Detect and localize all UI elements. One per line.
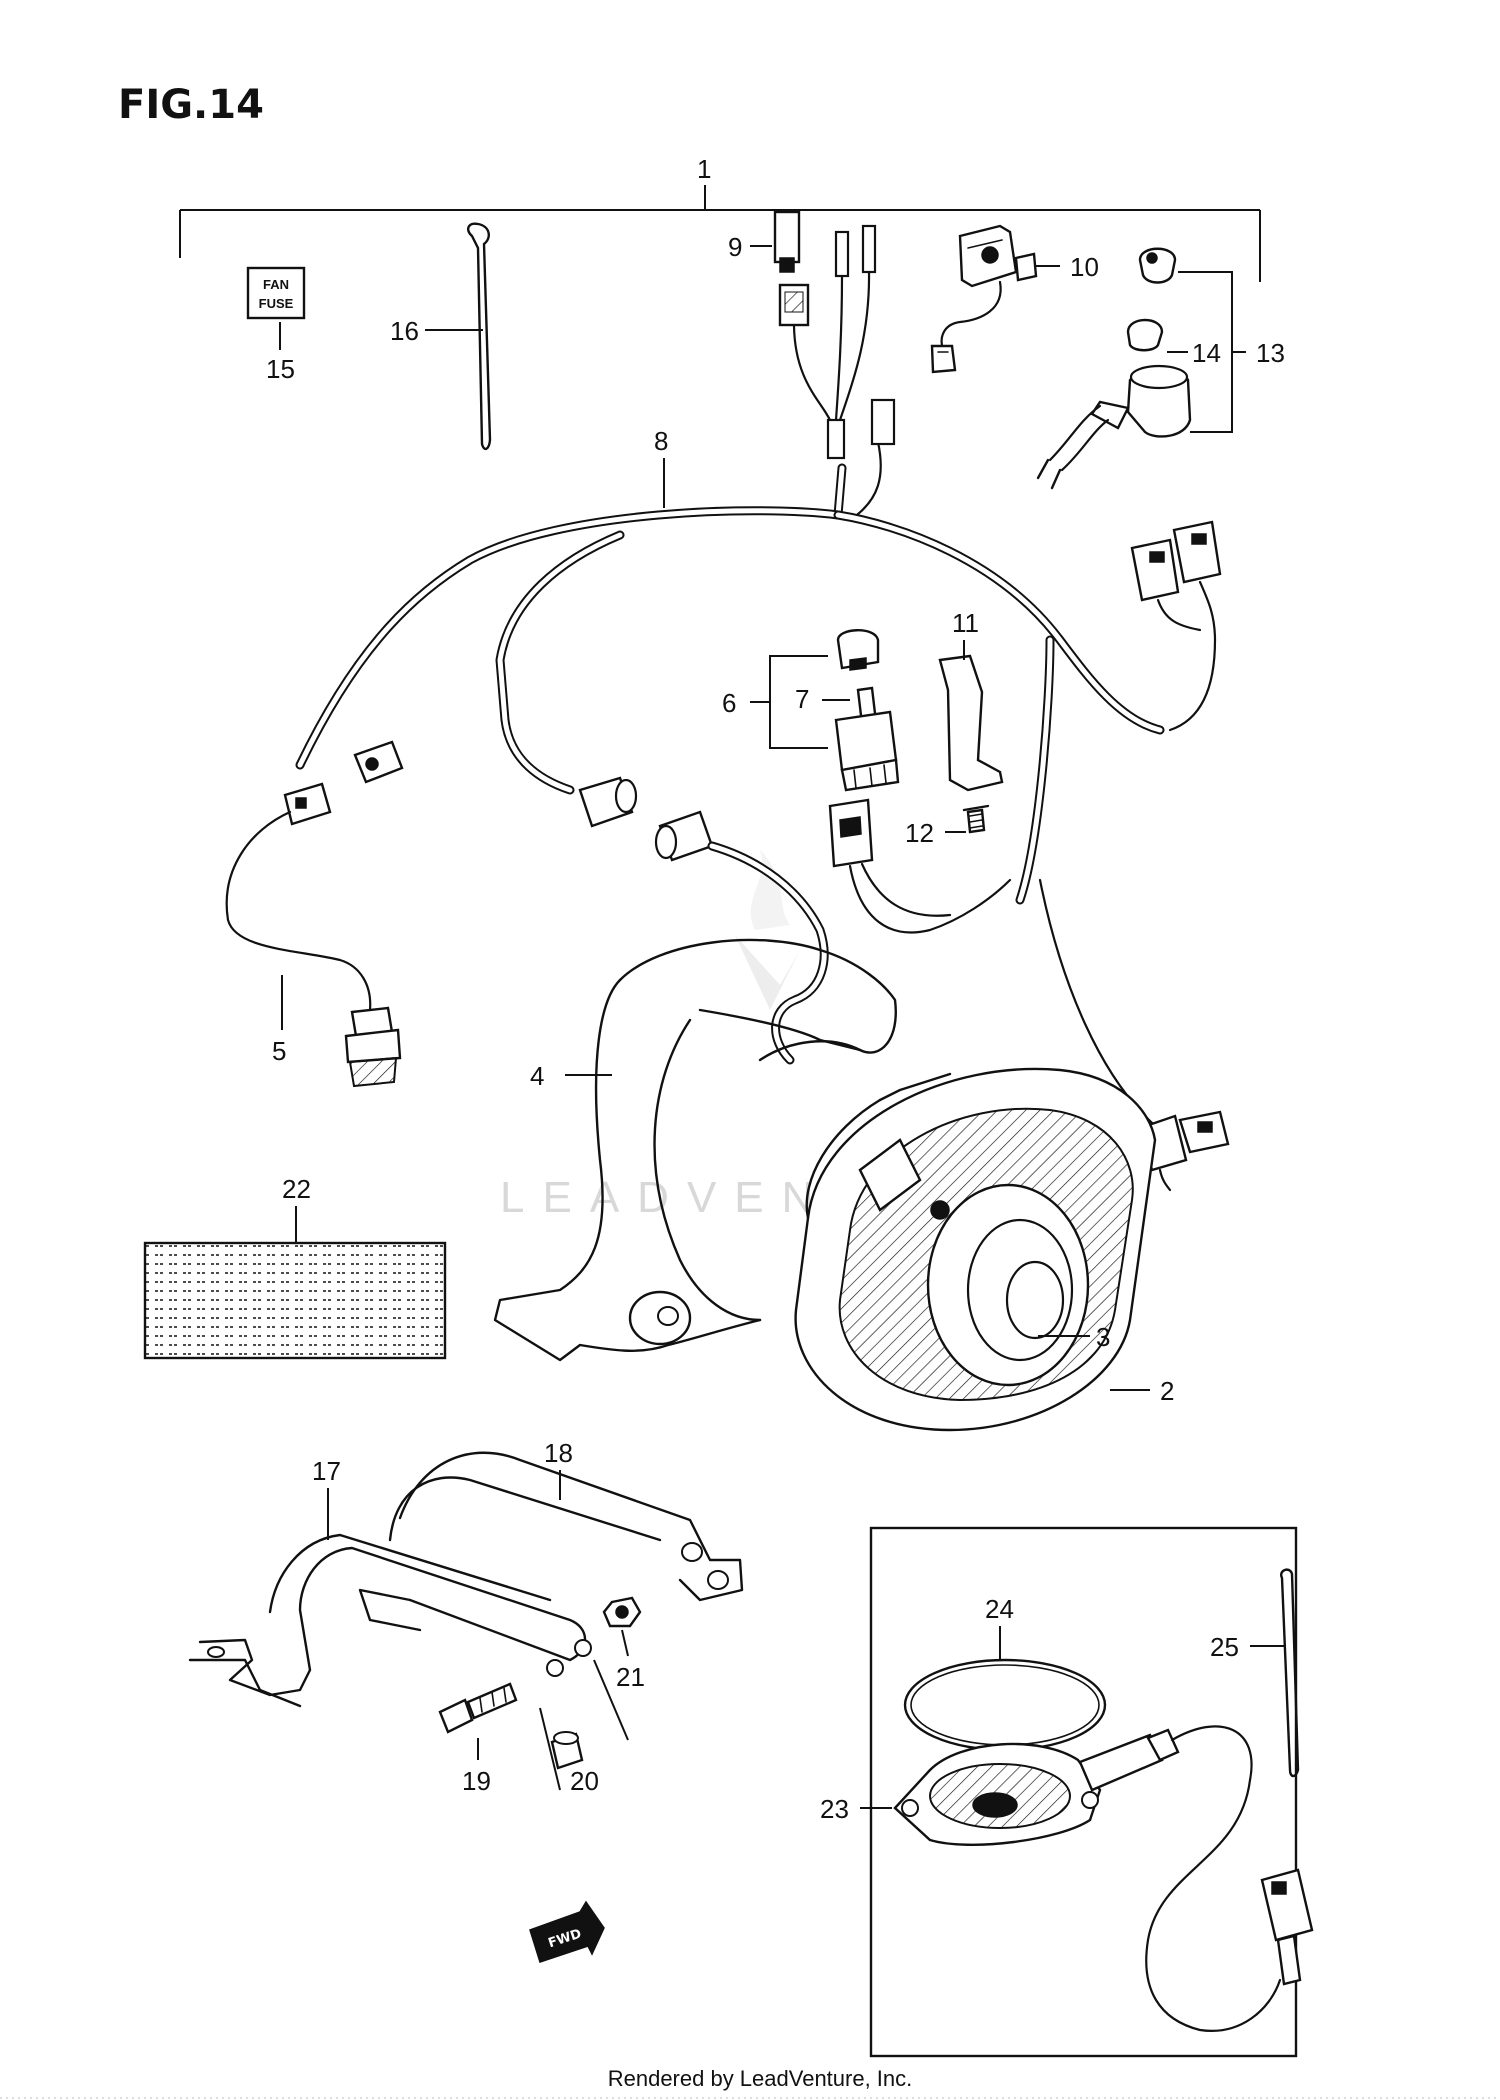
bolt-19 — [438, 1682, 518, 1734]
thermo-switch-5 — [225, 740, 404, 1088]
fan-fuse-label: FAN FUSE — [246, 266, 306, 320]
relay-assembly-6 — [828, 629, 1012, 934]
fan-relay-10 — [930, 224, 1038, 374]
fan-motor-2 — [794, 1067, 1157, 1432]
callout-9: 9 — [728, 232, 742, 262]
fan-shroud-4 — [493, 938, 897, 1362]
callout-5: 5 — [272, 1036, 286, 1066]
callout-20: 20 — [570, 1766, 599, 1796]
harness-coupler-pair — [578, 776, 829, 1065]
callout-14: 14 — [1192, 338, 1221, 368]
callout-18: 18 — [544, 1438, 573, 1468]
indicator-lamp-13 — [1036, 247, 1192, 490]
bracket-17 — [188, 1533, 587, 1708]
caution-label-22 — [143, 1241, 447, 1360]
wiring-harness-8 — [295, 398, 1217, 1132]
figure-title: FIG.14 — [118, 82, 264, 128]
callout-21: 21 — [616, 1662, 645, 1692]
gasket-24 — [903, 1658, 1107, 1752]
fuse-holder-harness — [778, 224, 877, 460]
callout-23: 23 — [820, 1794, 849, 1824]
right-connector-pair — [1130, 520, 1222, 642]
callout-17: 17 — [312, 1456, 341, 1486]
fuse-label-line1: FAN — [263, 277, 289, 292]
callout-16: 16 — [390, 316, 419, 346]
callout-12: 12 — [905, 818, 934, 848]
callout-7: 7 — [795, 684, 809, 714]
callout-22: 22 — [282, 1174, 311, 1204]
callout-4: 4 — [530, 1061, 544, 1091]
cable-tie-16 — [467, 222, 492, 451]
callout-8: 8 — [654, 426, 668, 456]
callout-11: 11 — [952, 608, 979, 638]
callout-13: 13 — [1256, 338, 1285, 368]
fuse-label-line2: FUSE — [259, 296, 294, 311]
fuse-9 — [773, 210, 801, 273]
callout-2: 2 — [1160, 1376, 1174, 1406]
relay-bracket-11 — [938, 654, 1004, 792]
callout-25: 25 — [1210, 1632, 1239, 1662]
sensor-inset-box — [869, 1526, 1298, 2058]
forward-arrow: FWD — [529, 1900, 605, 1963]
collar-20 — [546, 1639, 592, 1770]
sensor-unit-23 — [893, 1725, 1314, 2032]
callout-24: 24 — [985, 1594, 1014, 1624]
bracket-18 — [388, 1451, 744, 1602]
watermark-logo — [735, 850, 800, 1010]
footer-credit: Rendered by LeadVenture, Inc. — [608, 2066, 913, 2091]
callout-19: 19 — [462, 1766, 491, 1796]
kit-bracket — [179, 185, 1261, 282]
callout-6: 6 — [722, 688, 736, 718]
callout-15: 15 — [266, 354, 295, 384]
bolt-12 — [962, 804, 990, 834]
nut-21 — [602, 1596, 642, 1628]
callout-3: 3 — [1096, 1322, 1110, 1352]
callout-1: 1 — [697, 154, 711, 184]
cable-tie-25 — [1280, 1568, 1300, 1778]
callout-10: 10 — [1070, 252, 1099, 282]
